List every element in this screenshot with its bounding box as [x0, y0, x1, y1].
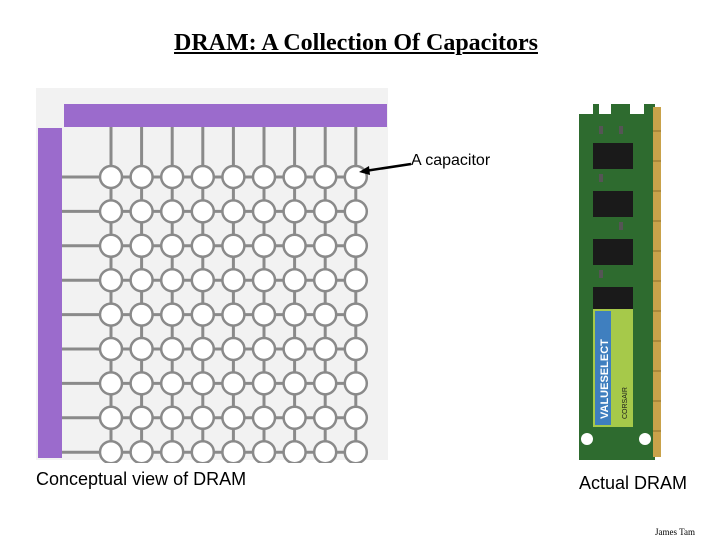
- callout-arrow: [359, 162, 412, 175]
- capacitor-cell: [98, 405, 124, 431]
- capacitor-cell: [221, 405, 246, 431]
- capacitor-cell: [312, 405, 338, 431]
- capacitor-cell: [129, 439, 154, 463]
- capacitor-cell: [312, 267, 338, 293]
- capacitor-cell: [190, 302, 216, 327]
- capacitor-cell: [190, 405, 216, 431]
- capacitor-cell: [251, 164, 277, 190]
- capacitor-cell: [282, 371, 307, 396]
- dimm-contacts: [653, 107, 661, 457]
- capacitor-cell: [129, 199, 154, 224]
- dimm-brand-text: CORSAIR: [622, 387, 629, 419]
- capacitor-cell: [129, 233, 154, 259]
- capacitor-cell: [98, 199, 124, 224]
- capacitor-cell: [129, 267, 154, 293]
- capacitor-cell: [343, 199, 369, 224]
- actual-dram-caption: Actual DRAM: [579, 473, 688, 493]
- capacitor-cell: [190, 371, 216, 396]
- capacitor-cell: [251, 302, 277, 327]
- capacitor-cell: [312, 336, 338, 362]
- capacitor-cell: [221, 302, 246, 327]
- capacitor-cell: [251, 439, 277, 463]
- capacitor-cell: [159, 233, 185, 259]
- capacitor-cell: [312, 302, 338, 327]
- capacitor-cell: [343, 302, 369, 327]
- capacitor-cell: [251, 405, 277, 431]
- capacitor-cell: [251, 336, 277, 362]
- capacitor-cell: [159, 336, 185, 362]
- capacitor-cell: [159, 302, 185, 327]
- capacitor-cell: [251, 267, 277, 293]
- memory-chip: [593, 143, 633, 169]
- capacitor-cell: [343, 267, 369, 293]
- capacitor-cell: [159, 439, 185, 463]
- dram-grid-diagram: [36, 88, 388, 463]
- slide-title: DRAM: A Collection Of Capacitors: [174, 30, 538, 56]
- capacitor-cell: [221, 371, 246, 396]
- conceptual-view-caption: Conceptual view of DRAM: [36, 469, 247, 489]
- dimm-label-text: VALUESELECT: [599, 339, 611, 419]
- row-bus: [38, 128, 62, 458]
- capacitor-cell: [221, 336, 246, 362]
- capacitor-cell: [312, 164, 338, 190]
- capacitor-cell: [221, 233, 246, 259]
- memory-chip: [593, 191, 633, 217]
- capacitor-cell: [190, 267, 216, 293]
- capacitor-cell: [343, 233, 369, 259]
- capacitor-cell: [221, 199, 246, 224]
- capacitor-cell: [159, 267, 185, 293]
- memory-chip: [593, 287, 633, 313]
- capacitor-cell: [98, 371, 124, 396]
- capacitor-cell: [129, 302, 154, 327]
- dram-module-image: VALUESELECT CORSAIR: [575, 101, 663, 463]
- capacitor-cell: [159, 199, 185, 224]
- capacitor-cell: [282, 302, 307, 327]
- capacitor-cell: [343, 439, 369, 463]
- capacitor-cell: [251, 233, 277, 259]
- capacitor-cell: [190, 164, 216, 190]
- capacitor-cell: [312, 371, 338, 396]
- capacitor-cell: [312, 233, 338, 259]
- capacitor-cell: [98, 267, 124, 293]
- capacitor-cell: [159, 371, 185, 396]
- capacitor-cell: [190, 336, 216, 362]
- capacitor-cell: [98, 336, 124, 362]
- capacitor-cell: [282, 164, 307, 190]
- capacitor-cell: [129, 336, 154, 362]
- capacitor-cell: [129, 371, 154, 396]
- capacitor-cell: [190, 233, 216, 259]
- capacitor-cell: [98, 164, 124, 190]
- capacitor-cell: [282, 267, 307, 293]
- capacitor-cell: [221, 267, 246, 293]
- capacitor-cell: [98, 233, 124, 259]
- capacitor-cell: [190, 439, 216, 463]
- capacitor-cell: [98, 439, 124, 463]
- memory-chip: [593, 239, 633, 265]
- capacitor-cell: [129, 405, 154, 431]
- capacitor-cell: [312, 439, 338, 463]
- capacitor-cell: [282, 199, 307, 224]
- capacitor-cell: [190, 199, 216, 224]
- capacitor-cell: [98, 302, 124, 327]
- capacitor-cell: [282, 233, 307, 259]
- capacitor-cell: [282, 336, 307, 362]
- capacitor-cell: [159, 164, 185, 190]
- author-footer: James Tam: [655, 527, 695, 537]
- capacitor-cell: [129, 164, 154, 190]
- capacitor-cell: [343, 371, 369, 396]
- capacitor-cell: [282, 439, 307, 463]
- capacitor-cell: [251, 371, 277, 396]
- capacitor-cell: [282, 405, 307, 431]
- capacitor-cell: [221, 164, 246, 190]
- capacitor-callout-label: A capacitor: [411, 152, 491, 169]
- capacitor-cell: [159, 405, 185, 431]
- capacitor-cell: [221, 439, 246, 463]
- capacitor-cell: [343, 336, 369, 362]
- column-bus: [64, 104, 387, 127]
- capacitor-cell: [312, 199, 338, 224]
- capacitor-cell: [343, 405, 369, 431]
- capacitor-cell: [251, 199, 277, 224]
